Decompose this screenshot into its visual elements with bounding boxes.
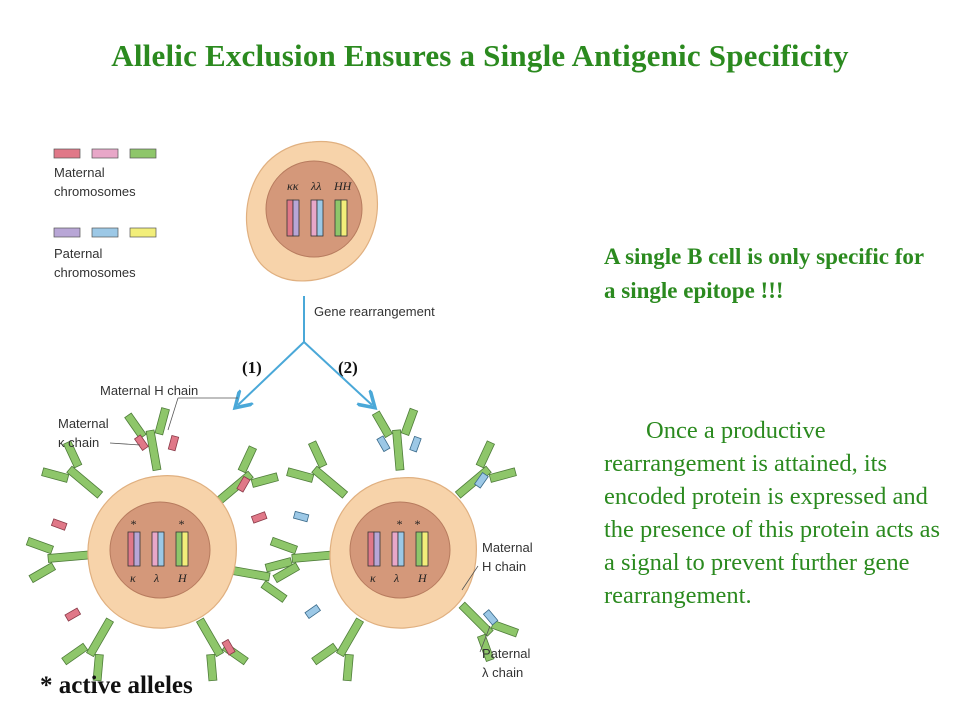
gene-rearrangement-label: Gene rearrangement — [314, 304, 435, 319]
label-maternal-kappa-2: κ chain — [58, 435, 99, 450]
legend-maternal-heavy-swatch — [129, 148, 157, 159]
left-cell-kappa-label: κ — [130, 571, 136, 585]
legend-maternal-lambda-swatch — [91, 148, 119, 159]
right-b-cell: * * κ λ H — [269, 407, 519, 682]
left-b-cell: * * κ λ H — [25, 407, 293, 682]
top-b-cell: κκ λλ HH — [245, 140, 379, 282]
rearrangement-arrows — [238, 296, 372, 405]
allelic-exclusion-diagram: Maternal chromosomes Paternal chromosome… — [25, 140, 533, 682]
top-cell-heavy-label: HH — [333, 179, 353, 193]
top-gene-heavy-paternal — [340, 199, 348, 237]
top-gene-heavy-maternal — [334, 199, 342, 237]
label-maternal-h-chain-left: Maternal H chain — [100, 383, 198, 398]
top-gene-lambda-maternal — [310, 199, 318, 237]
top-gene-kappa-maternal — [286, 199, 294, 237]
label-maternal-h-right-1: Maternal — [482, 540, 533, 555]
legend-maternal-label-1: Maternal — [54, 165, 105, 180]
left-active-heavy-marker: * — [178, 517, 184, 531]
legend-paternal-lambda-swatch — [91, 227, 119, 238]
legend-paternal-heavy-swatch — [129, 227, 157, 238]
legend-maternal-label-2: chromosomes — [54, 184, 136, 199]
right-cell-kappa-label: κ — [370, 571, 376, 585]
top-gene-kappa-paternal — [292, 199, 300, 237]
right-active-lambda-marker: * — [396, 517, 402, 531]
right-cell-lambda-label: λ — [393, 571, 399, 585]
label-paternal-lambda-2: λ chain — [482, 665, 523, 680]
path-1-label: (1) — [242, 358, 262, 377]
legend-paternal-label-2: chromosomes — [54, 265, 136, 280]
left-cell-heavy-label: H — [177, 571, 188, 585]
legend-maternal-kappa-swatch — [53, 148, 81, 159]
left-active-kappa-marker: * — [130, 517, 136, 531]
label-maternal-kappa-1: Maternal — [58, 416, 109, 431]
right-cell-heavy-label: H — [417, 571, 428, 585]
legend-paternal-label-1: Paternal — [54, 246, 103, 261]
right-active-heavy-marker: * — [414, 517, 420, 531]
slide-title: Allelic Exclusion Ensures a Single Antig… — [111, 38, 849, 73]
active-alleles-footnote: * active alleles — [40, 672, 193, 699]
legend: Maternal chromosomes Paternal chromosome… — [53, 148, 157, 280]
label-maternal-h-right-2: H chain — [482, 559, 526, 574]
top-cell-lambda-label: λλ — [310, 179, 321, 193]
top-cell-kappa-label: κκ — [287, 179, 299, 193]
label-paternal-lambda-1: Paternal — [482, 646, 531, 661]
legend-paternal-kappa-swatch — [53, 227, 81, 238]
top-gene-lambda-paternal — [316, 199, 324, 237]
path-2-label: (2) — [338, 358, 358, 377]
explanation-paragraph: Once a productive rearrangement is attai… — [604, 417, 941, 609]
left-cell-lambda-label: λ — [153, 571, 159, 585]
highlight-statement: A single B cell is only specific for a s… — [604, 244, 924, 303]
